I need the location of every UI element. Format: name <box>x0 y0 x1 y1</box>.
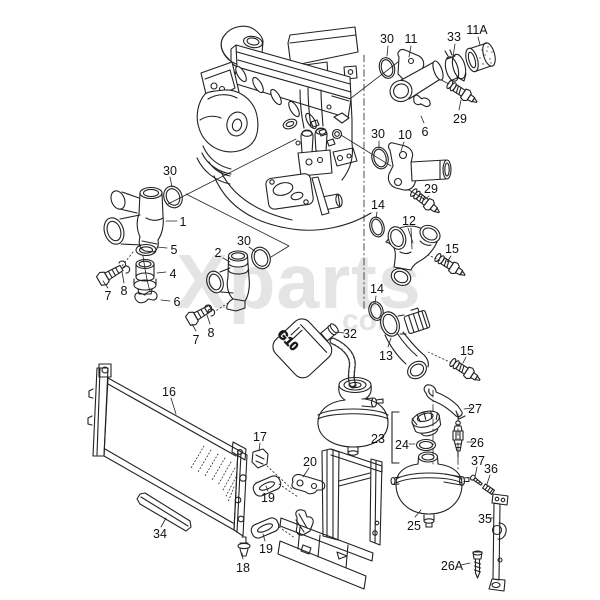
svg-text:35: 35 <box>478 512 492 526</box>
svg-text:37: 37 <box>471 454 485 468</box>
svg-text:30: 30 <box>380 32 394 46</box>
svg-text:15: 15 <box>445 242 459 256</box>
svg-text:14: 14 <box>370 282 384 296</box>
svg-text:17: 17 <box>253 430 267 444</box>
svg-text:27: 27 <box>468 402 482 416</box>
svg-text:33: 33 <box>447 30 461 44</box>
svg-text:13: 13 <box>379 349 393 363</box>
svg-text:20: 20 <box>303 455 317 469</box>
svg-text:6: 6 <box>422 125 429 139</box>
svg-text:30: 30 <box>371 127 385 141</box>
svg-text:24: 24 <box>395 438 409 452</box>
svg-text:30: 30 <box>237 234 251 248</box>
svg-text:32: 32 <box>343 327 357 341</box>
svg-text:6: 6 <box>174 295 181 309</box>
svg-text:19: 19 <box>261 491 275 505</box>
svg-text:8: 8 <box>121 284 128 298</box>
svg-text:5: 5 <box>171 243 178 257</box>
svg-text:30: 30 <box>163 164 177 178</box>
svg-text:25: 25 <box>407 519 421 533</box>
svg-text:26: 26 <box>470 436 484 450</box>
svg-text:23: 23 <box>371 432 385 446</box>
svg-text:19: 19 <box>259 542 273 556</box>
svg-text:34: 34 <box>153 527 167 541</box>
svg-text:11A: 11A <box>466 23 488 37</box>
svg-text:11: 11 <box>405 32 418 46</box>
svg-text:29: 29 <box>453 112 467 126</box>
svg-text:16: 16 <box>162 385 176 399</box>
svg-text:15: 15 <box>460 344 474 358</box>
svg-text:26A: 26A <box>441 559 464 573</box>
svg-text:2: 2 <box>215 246 222 260</box>
svg-text:14: 14 <box>371 198 385 212</box>
svg-text:4: 4 <box>170 267 177 281</box>
svg-text:29: 29 <box>424 182 438 196</box>
svg-text:8: 8 <box>208 326 215 340</box>
svg-text:1: 1 <box>180 215 187 229</box>
svg-text:12: 12 <box>402 214 416 228</box>
svg-text:7: 7 <box>193 333 200 347</box>
svg-text:7: 7 <box>105 289 112 303</box>
svg-text:36: 36 <box>484 462 498 476</box>
svg-text:10: 10 <box>398 128 412 142</box>
svg-text:18: 18 <box>236 561 250 575</box>
